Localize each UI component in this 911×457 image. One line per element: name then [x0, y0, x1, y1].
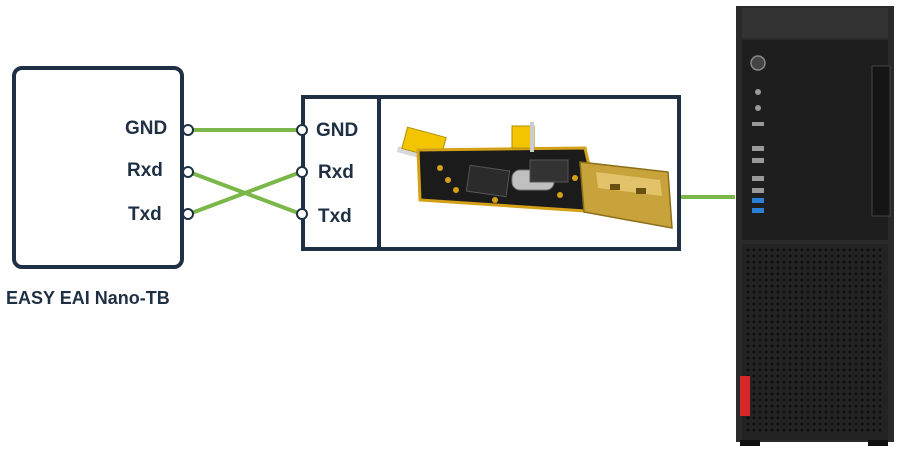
board-terminal-rxd: [182, 166, 194, 178]
adapter-divider: [377, 95, 381, 251]
adapter-pin-gnd-label: GND: [316, 120, 359, 141]
adapter-pin-txd-label: Txd: [318, 206, 352, 227]
board-pin-txd-label: Txd: [128, 204, 162, 225]
adapter-terminal-txd: [296, 208, 308, 220]
adapter-pin-rxd-label: Rxd: [318, 162, 354, 183]
wires: [188, 128, 735, 216]
desktop-pc-image: [736, 6, 894, 446]
board-terminal-txd: [182, 208, 194, 220]
board-terminal-gnd: [182, 124, 194, 136]
board-name: EASY EAI Nano-TB: [6, 288, 170, 308]
easy-eai-board-box: [12, 66, 184, 269]
board-pin-gnd-label: GND: [125, 118, 168, 139]
wire-txd-to-rxd: [188, 170, 302, 216]
adapter-terminal-rxd: [296, 166, 308, 178]
pin-terminals: [182, 124, 308, 220]
pc-grill: [746, 248, 882, 432]
usb-ttl-adapter-image: [396, 122, 673, 229]
adapter-terminal-gnd: [296, 124, 308, 136]
board-pin-rxd-label: Rxd: [127, 160, 163, 181]
